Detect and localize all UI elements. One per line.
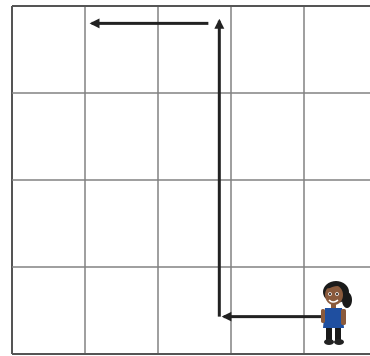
child-figure-icon (321, 281, 352, 345)
grid (12, 6, 370, 354)
movement-path (92, 21, 334, 317)
